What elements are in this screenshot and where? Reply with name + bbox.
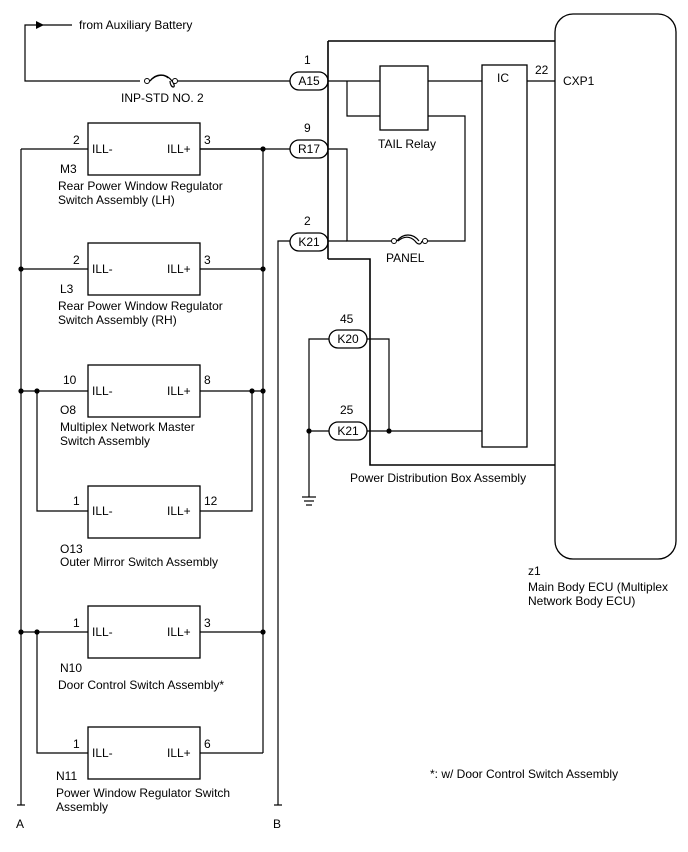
switch-n10: ILL- ILL+ 1 3 N10 Door Control Switch As… [21, 605, 263, 692]
term-plus: ILL+ [167, 746, 191, 760]
switch-name-line2: Assembly [56, 800, 108, 814]
term-plus: ILL+ [167, 504, 191, 518]
ic-label: IC [497, 71, 509, 85]
switch-name-line1: Power Window Regulator Switch [56, 786, 230, 800]
ecu-terminal: CXP1 [563, 74, 595, 88]
switch-o8: ILL- ILL+ 10 8 O8 Multiplex Network Mast… [21, 364, 263, 448]
switch-n11: ILL- ILL+ 1 6 N11 Power Window Regulator… [56, 726, 263, 814]
term-minus: ILL- [92, 262, 113, 276]
bus-label-a: A [16, 817, 24, 831]
switch-o13: ILL- ILL+ 1 12 O13 Outer Mirror Switch A… [60, 485, 218, 569]
connector-pin: 45 [340, 312, 354, 326]
fuse-inp-std-label: INP-STD NO. 2 [121, 91, 204, 105]
switch-name-line1: Multiplex Network Master [60, 420, 195, 434]
pin-plus: 3 [204, 616, 211, 630]
ecu-name-line1: Main Body ECU (Multiplex [528, 580, 668, 594]
ic-block [481, 64, 528, 448]
switch-code: O8 [60, 403, 76, 417]
pin-plus: 3 [204, 133, 211, 147]
connector-pin: 9 [304, 121, 311, 135]
term-minus: ILL- [92, 504, 113, 518]
switch-code: L3 [60, 282, 74, 296]
term-plus: ILL+ [167, 142, 191, 156]
switch-name-line2: Switch Assembly (LH) [58, 193, 175, 207]
switch-code: O13 [60, 542, 83, 556]
switch-name-line2: Switch Assembly (RH) [58, 313, 177, 327]
pin-minus: 1 [73, 616, 80, 630]
fuse-inp-std: INP-STD NO. 2 [121, 74, 204, 105]
pin-plus: 8 [204, 373, 211, 387]
ecu-name-line2: Network Body ECU) [528, 594, 635, 608]
connector-k20: K20 45 [328, 312, 368, 349]
bus-label-b: B [273, 817, 281, 831]
arrow-icon [36, 21, 44, 29]
power-distribution-box: Power Distribution Box Assembly TAIL Rel… [302, 40, 555, 506]
pin-minus: 1 [73, 494, 80, 508]
pdb-title: Power Distribution Box Assembly [350, 471, 526, 485]
switch-m3: ILL- ILL+ 2 3 M3 Rear Power Window Regul… [21, 122, 263, 207]
main-body-ecu: 22 CXP1 z1 Main Body ECU (Multiplex Netw… [528, 13, 677, 608]
switch-name-line1: Door Control Switch Assembly* [58, 678, 224, 692]
ground-icon [302, 496, 316, 506]
pin-minus: 2 [73, 133, 80, 147]
term-minus: ILL- [92, 384, 113, 398]
term-minus: ILL- [92, 142, 113, 156]
switch-name-line2: Switch Assembly [60, 434, 150, 448]
tail-relay-label: TAIL Relay [378, 137, 436, 151]
term-plus: ILL+ [167, 262, 191, 276]
ecu-pin: 22 [535, 63, 549, 77]
pin-plus: 12 [204, 494, 218, 508]
switch-code: N10 [60, 661, 82, 675]
footnote: *: w/ Door Control Switch Assembly [430, 767, 618, 781]
ecu-code: z1 [528, 564, 541, 578]
fuse-panel: PANEL [386, 234, 428, 265]
term-minus: ILL- [92, 746, 113, 760]
connector-label: K21 [298, 235, 320, 249]
battery-label: from Auxiliary Battery [79, 18, 192, 32]
connector-r17: R17 9 [289, 121, 329, 159]
term-plus: ILL+ [167, 625, 191, 639]
connector-label: R17 [298, 142, 320, 156]
term-minus: ILL- [92, 625, 113, 639]
battery-feed: from Auxiliary Battery [24, 18, 192, 82]
connector-pin: 1 [304, 53, 311, 67]
switch-name-line1: Rear Power Window Regulator [58, 179, 223, 193]
switch-code: N11 [56, 769, 77, 783]
switch-code: M3 [60, 162, 77, 176]
connector-label: K20 [337, 332, 359, 346]
connector-label: K21 [337, 424, 359, 438]
connector-a15: A15 1 [289, 53, 329, 91]
switch-l3: ILL- ILL+ 2 3 L3 Rear Power Window Regul… [21, 242, 263, 327]
switch-name-line1: Outer Mirror Switch Assembly [60, 555, 218, 569]
bus-wiring: A B [16, 148, 290, 831]
term-plus: ILL+ [167, 384, 191, 398]
connector-pin: 25 [340, 403, 354, 417]
connector-label: A15 [298, 74, 320, 88]
switch-name-line1: Rear Power Window Regulator [58, 299, 223, 313]
pin-plus: 3 [204, 253, 211, 267]
connector-k21-bottom: K21 25 [328, 403, 368, 441]
connector-pin: 2 [304, 214, 311, 228]
pin-minus: 10 [63, 373, 77, 387]
tail-relay [379, 65, 429, 131]
fuse-panel-label: PANEL [386, 251, 425, 265]
pin-plus: 6 [204, 737, 211, 751]
pin-minus: 2 [73, 253, 80, 267]
pin-minus: 1 [73, 737, 80, 751]
connector-k21-top: K21 2 [289, 214, 329, 252]
